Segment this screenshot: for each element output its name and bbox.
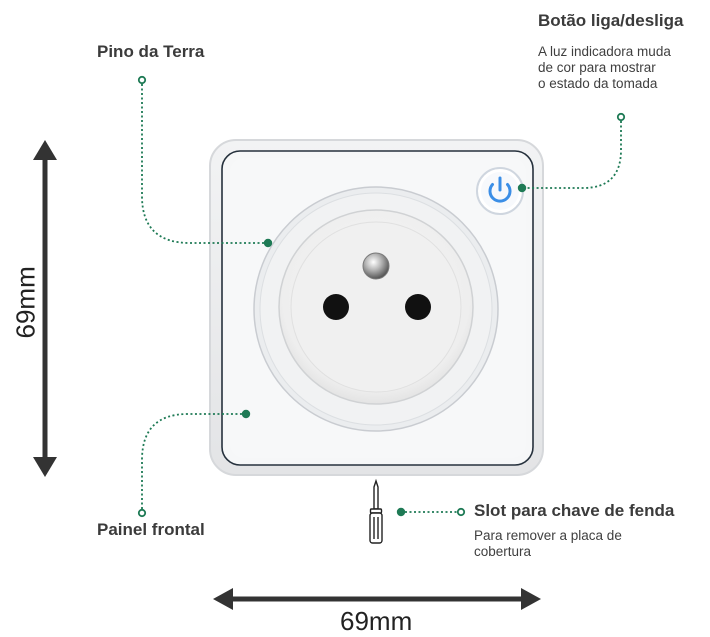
power-icon [488, 176, 512, 203]
callout-screwdriver-slot [396, 507, 466, 517]
height-dimension-label: 69mm [10, 266, 41, 339]
ground-pin [362, 252, 390, 280]
width-dimension-label: 69mm [340, 606, 413, 636]
callout-power-button [517, 112, 626, 193]
callout-ground-pin [137, 75, 273, 248]
screwdriver-slot-desc: Para remover a placa de cobertura [474, 528, 622, 560]
power-button[interactable] [476, 167, 524, 215]
width-dimension-arrow [213, 588, 541, 610]
height-dimension-arrow [33, 140, 57, 477]
screwdriver-slot-desc-line: cobertura [474, 544, 532, 559]
callout-front-panel [137, 409, 251, 518]
front-panel-title: Painel frontal [97, 520, 205, 539]
socket [253, 186, 499, 432]
power-button-desc-line: o estado da tomada [538, 76, 658, 91]
screwdriver-slot-desc-line: Para remover a placa de [474, 528, 622, 543]
screwdriver-icon [369, 478, 383, 544]
power-button-title: Botão liga/desliga [538, 11, 684, 30]
power-button-desc-line: A luz indicadora muda [538, 44, 671, 59]
power-button-desc-line: de cor para mostrar [538, 60, 656, 75]
socket-hole-left [323, 294, 349, 320]
socket-hole-right [405, 294, 431, 320]
ground-pin-title: Pino da Terra [97, 42, 205, 61]
screwdriver-slot-title: Slot para chave de fenda [474, 501, 675, 520]
power-button-desc: A luz indicadora muda de cor para mostra… [538, 44, 671, 92]
